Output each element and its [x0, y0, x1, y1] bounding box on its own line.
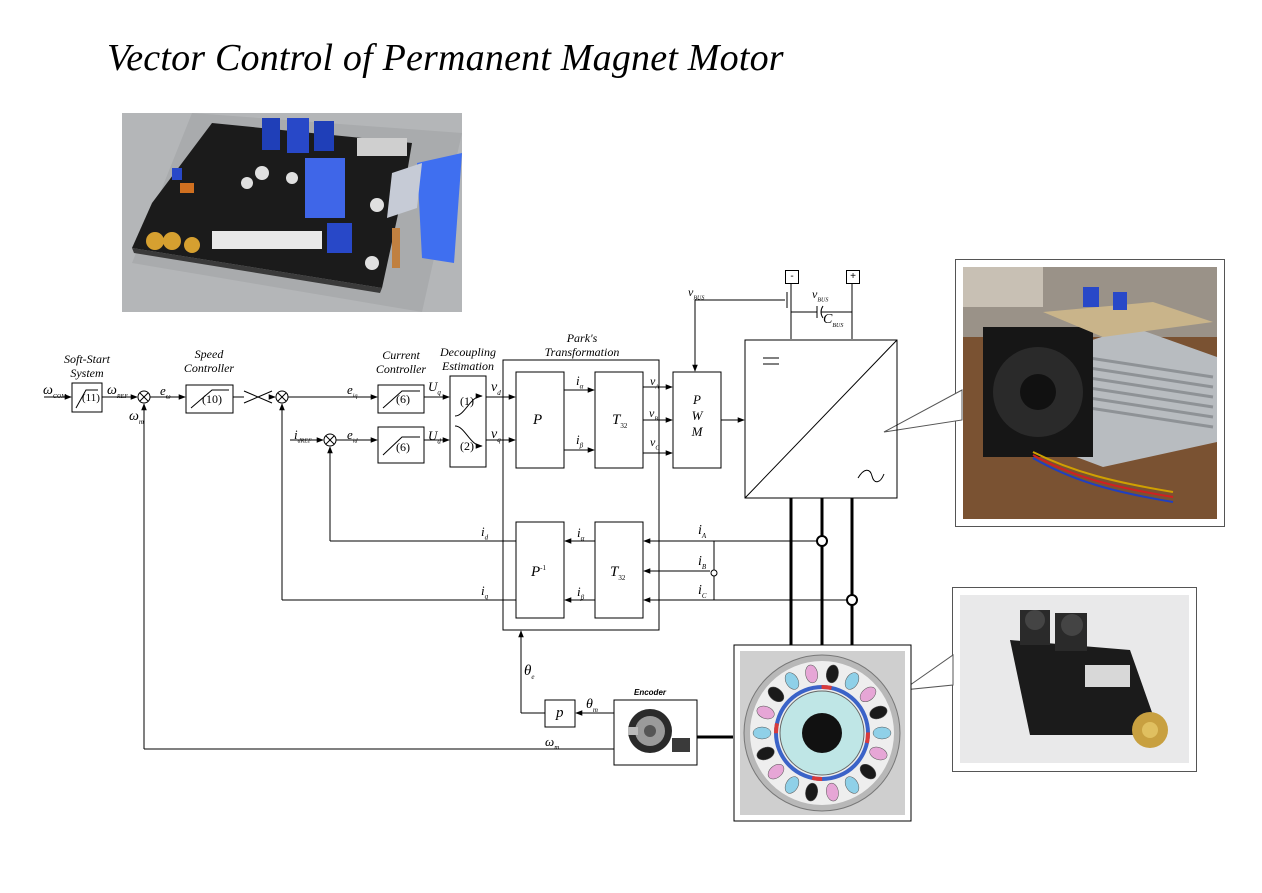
- servo-photo: [960, 595, 1189, 763]
- stator-slot: [767, 763, 785, 780]
- heatsink-callout: [883, 389, 963, 433]
- stator-slot: [859, 763, 877, 780]
- i-beta-bottom-label: iβ: [577, 584, 585, 602]
- park-t32p-block: [594, 521, 644, 619]
- decoupling-label: Decoupling Estimation: [440, 345, 496, 373]
- current-controller-number-d: (6): [396, 440, 410, 454]
- current-controller-label: Current Controller: [375, 348, 427, 376]
- park-transformation-frame: [502, 359, 660, 631]
- i-alpha-top-label: iα: [576, 373, 584, 391]
- speed-controller-block: [185, 384, 234, 414]
- park-t32p-label: T32: [610, 564, 626, 582]
- v-a-label: vA: [650, 374, 659, 391]
- v-c-label: vC: [650, 435, 660, 452]
- stator-slot: [756, 746, 775, 761]
- stator-slot: [826, 782, 839, 802]
- omega-m-label: ωm: [129, 409, 144, 426]
- decoupling-number-1: (1): [460, 394, 474, 408]
- park-pinv-label: P-1: [531, 564, 547, 580]
- servo-callout: [901, 654, 954, 691]
- i-b-label: iB: [698, 554, 707, 571]
- i-alpha-bottom-label: iα: [577, 525, 585, 543]
- heatsink-photo-frame: [955, 259, 1225, 527]
- speed-controller-label: Speed Controller: [183, 347, 235, 375]
- pcb-render-image: [122, 113, 462, 312]
- v-b-label: vB: [649, 406, 658, 423]
- stator-slot: [826, 664, 839, 684]
- park-p-block: [515, 371, 565, 469]
- omega-m-bottom-label: ωm: [545, 734, 560, 752]
- v-d-label: vd: [491, 380, 501, 397]
- dc-plus-terminal: +: [846, 270, 860, 284]
- stator-slot: [844, 672, 860, 690]
- i-d-feedback-label: id: [481, 524, 489, 542]
- u-q-label: Uq: [428, 379, 441, 397]
- i-a-label: iA: [698, 523, 707, 540]
- speed-controller-number: (10): [202, 392, 222, 406]
- stator-slot: [784, 776, 800, 794]
- v-bus-left-label: vBUS: [688, 285, 705, 302]
- stator-slot: [869, 746, 888, 761]
- i-beta-top-label: iβ: [576, 432, 584, 450]
- stator-slot: [805, 664, 818, 684]
- theta-e-label: θe: [524, 663, 535, 681]
- motor-cross-section: [733, 644, 912, 822]
- e-omega-label: eω: [160, 383, 171, 401]
- omega-com-label: ωCOM: [43, 383, 67, 400]
- c-bus-label: CBUS: [823, 312, 844, 329]
- decoupling-block: [449, 375, 487, 468]
- park-t32-label: T32: [612, 412, 628, 430]
- theta-m-label: θm: [586, 697, 598, 714]
- pole-pair-label: p: [556, 705, 564, 721]
- stator-slot: [869, 705, 888, 720]
- v-q-label: vq: [491, 427, 501, 444]
- pwm-label: P W M: [691, 392, 703, 439]
- soft-start-label: Soft-Start System: [63, 352, 110, 380]
- page-title: Vector Control of Permanent Magnet Motor: [107, 37, 784, 79]
- servo-photo-frame: [952, 587, 1197, 772]
- stator-slot: [805, 782, 818, 802]
- encoder-label: Encoder: [634, 688, 667, 697]
- i-c-label: iC: [698, 583, 707, 600]
- park-p-label: P: [533, 412, 543, 428]
- i-q-feedback-label: iq: [481, 583, 489, 601]
- decoupling-number-2: (2): [460, 439, 474, 453]
- stator-slot: [784, 672, 800, 690]
- stator-slot: [844, 776, 860, 794]
- omega-ref-label: ωREF: [107, 383, 128, 400]
- stator-slot: [859, 686, 877, 703]
- encoder-image: [613, 699, 698, 766]
- v-bus-right-label: vBUS: [812, 287, 829, 304]
- current-controller-d-block: [377, 426, 425, 464]
- heatsink-photo: [963, 267, 1217, 519]
- e-id-label: eid: [347, 427, 358, 445]
- current-controller-q-block: [377, 384, 425, 414]
- stator-slot: [872, 726, 892, 740]
- dc-minus-terminal: -: [785, 270, 799, 284]
- park-label: Park's Transformation: [544, 331, 620, 359]
- park-pinv-block: [515, 521, 565, 619]
- i-dref-label: idREF: [294, 427, 312, 445]
- stator-slot: [756, 705, 775, 720]
- soft-start-number: (11): [82, 392, 100, 404]
- stator-slot: [767, 686, 785, 703]
- stator-slot: [752, 726, 772, 740]
- u-d-label: Ud: [428, 428, 441, 446]
- current-controller-number-q: (6): [396, 392, 410, 406]
- e-iq-label: eiq: [347, 382, 358, 400]
